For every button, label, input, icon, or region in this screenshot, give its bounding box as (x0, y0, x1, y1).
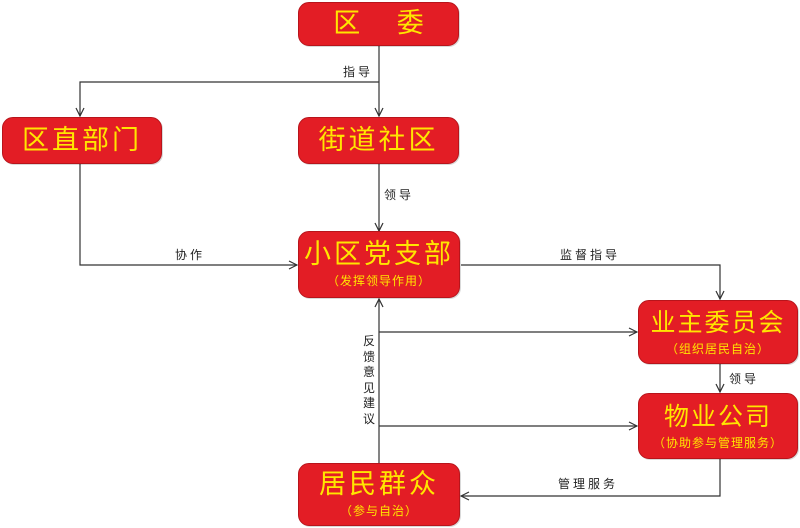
node-district-committee: 区 委 (298, 2, 459, 46)
node-party-branch-sub: （发挥领导作用） (326, 274, 431, 288)
node-property-company-sub: （协助参与管理服务） (652, 435, 783, 450)
node-owners-committee-sub: （组织居民自治） (665, 341, 770, 356)
edge-label-supervise-guide: 监督指导 (560, 248, 621, 262)
line-committee-to-departments (80, 81, 379, 116)
node-district-departments: 区直部门 (2, 117, 162, 164)
edge-label-manage-service: 管理服务 (558, 477, 619, 491)
edge-label-cooperate: 协作 (175, 248, 206, 262)
node-district-departments-title: 区直部门 (22, 124, 142, 156)
node-district-committee-title: 区 委 (333, 8, 438, 39)
node-owners-committee-title: 业主委员会 (650, 307, 786, 337)
node-property-company: 物业公司 （协助参与管理服务） (638, 393, 798, 459)
node-party-branch-title: 小区党支部 (304, 239, 454, 270)
edge-label-lead-street: 领导 (384, 188, 415, 202)
node-property-company-title: 物业公司 (663, 401, 772, 431)
node-residents-title: 居民群众 (319, 469, 439, 500)
line-departments-to-branch (79, 164, 297, 265)
edge-label-lead-owners: 领导 (729, 372, 760, 386)
node-party-branch: 小区党支部 （发挥领导作用） (298, 231, 460, 298)
edge-label-feedback: 反馈意见建议 (362, 334, 375, 426)
line-property-to-residents (461, 459, 721, 496)
edge-label-guide: 指导 (343, 65, 374, 79)
line-branch-to-owners (461, 264, 720, 299)
node-residents: 居民群众 （参与自治） (298, 463, 460, 526)
node-owners-committee: 业主委员会 （组织居民自治） (638, 300, 798, 364)
node-street-community-title: 街道社区 (318, 124, 439, 156)
node-street-community: 街道社区 (298, 117, 459, 164)
node-residents-sub: （参与自治） (339, 504, 418, 518)
